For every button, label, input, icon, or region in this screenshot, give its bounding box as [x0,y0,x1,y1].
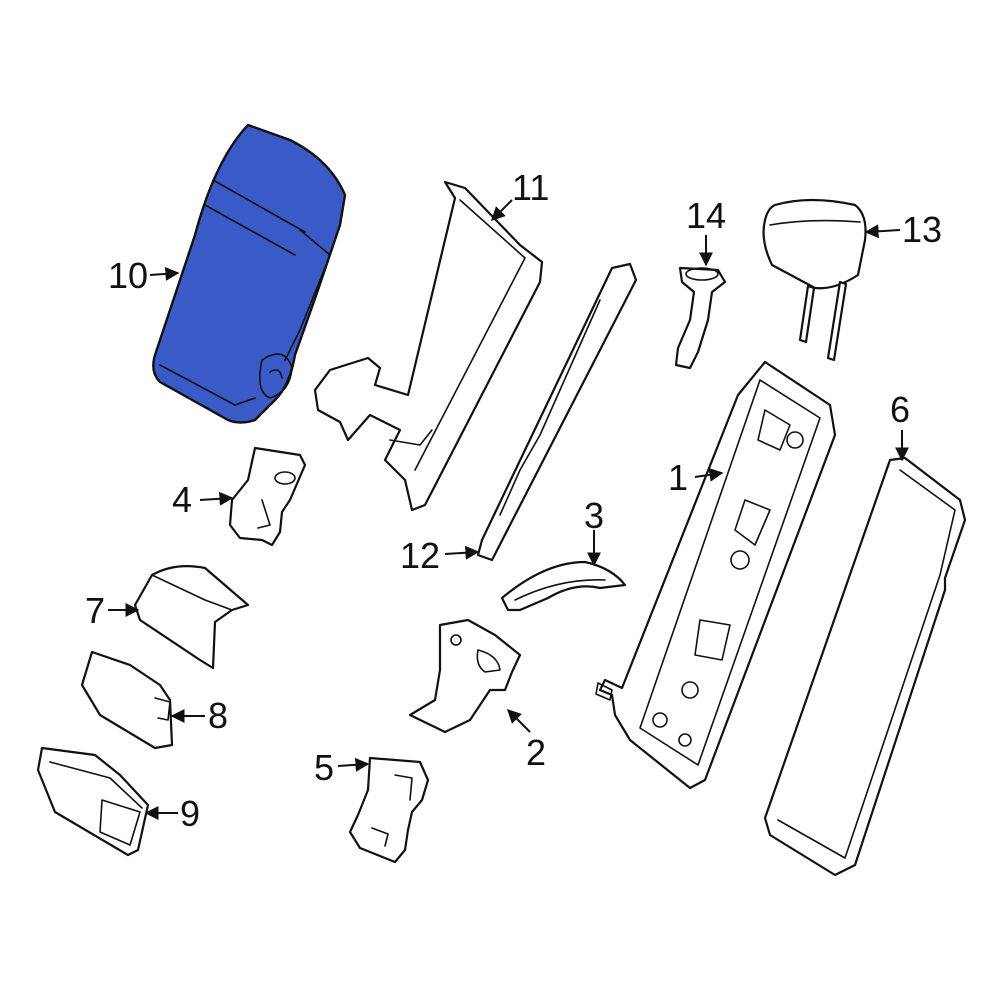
part-11-shape [313,180,544,512]
part-5-notch [371,827,389,847]
part-13-shape [762,198,867,290]
part-4-rib [257,499,271,529]
callout-6: 6 [890,389,910,430]
part-5-bracket[interactable] [348,756,430,864]
part-7-fold [151,574,233,611]
part-4-bracket[interactable] [228,446,307,547]
leader-1 [694,467,724,482]
part-14-shape [674,266,727,370]
part-12-trim-strip[interactable] [476,262,638,562]
part-1-hole-c [681,681,699,699]
part-10-latch-inner [269,369,283,379]
part-10-lower-edge [159,364,256,406]
callout-7: 7 [85,590,105,631]
part-13-crease [769,219,861,226]
callout-9: 9 [180,793,200,834]
callout-11: 11 [512,167,549,208]
callout-14: 14 [686,195,726,236]
part-13-post-right [826,280,848,362]
part-9-cover[interactable] [36,746,150,857]
part-14-collar [685,267,719,281]
part-1-cutout-b [734,499,771,546]
part-8-trim-cover[interactable] [80,650,174,750]
callout-2: 2 [526,732,546,773]
part-1-cutout-c [694,619,731,661]
part-8-clip [154,697,171,721]
part-6-back-board[interactable] [763,456,967,877]
part-1-seat-back-frame[interactable] [595,360,837,790]
part-2-hinge-bracket[interactable] [408,618,522,734]
part-3-trim[interactable] [500,560,627,612]
part-6-inner-edge [777,469,956,859]
callout-1: 1 [668,457,688,498]
part-3-inner-edge [514,579,606,601]
callout-13: 13 [902,209,942,250]
part-3-shape [500,560,627,612]
leader-13 [864,224,901,239]
part-10-side-edge [284,229,331,361]
part-9-opening [99,799,141,846]
part-1-hole-b [730,550,750,570]
callout-3: 3 [584,495,604,536]
part-5-tab [394,774,413,801]
part-13-headrest[interactable] [762,198,867,362]
part-4-hole [274,471,296,485]
part-1-cutout-a [757,409,791,451]
part-9-shape [36,746,150,857]
part-11-lower-lip [389,429,433,446]
part-7-shape [133,565,250,670]
part-11-back-panel[interactable] [313,180,544,512]
part-10-seam-mid [204,204,296,256]
part-14-headrest-guide[interactable] [674,266,727,370]
part-2-shape [408,618,522,734]
callout-4: 4 [172,479,192,520]
part-13-post-left [798,284,816,344]
part-6-shape [763,456,967,877]
part-10-latch [259,353,293,399]
callout-10: 10 [108,255,148,296]
part-2-hole [450,634,462,646]
leader-12 [444,545,480,560]
part-4-shape [228,446,307,547]
part-8-shape [80,650,174,750]
part-10-seat-back-cover[interactable] [152,123,347,424]
part-1-hole-e [678,733,692,747]
part-11-inner-edge [414,199,526,471]
part-7-cover[interactable] [133,565,250,670]
part-5-shape [348,756,430,864]
part-10-shape [152,123,347,424]
leader-5 [337,757,370,772]
callout-5: 5 [314,747,334,788]
leader-10 [149,266,180,281]
part-9-inner-fold [49,761,143,809]
callout-12: 12 [400,535,440,576]
leader-2 [507,709,531,733]
leader-lines [108,199,909,820]
part-10-seam-top [212,179,306,233]
part-1-pin [595,682,613,701]
callout-8: 8 [208,695,228,736]
part-1-hole-d [652,712,668,728]
callout-labels: 10 11 12 14 13 1 6 4 7 8 9 3 2 5 [85,167,942,834]
part-1-shape [598,360,837,790]
part-12-shape [476,262,638,562]
leader-4 [199,491,234,506]
part-1-inner-border [639,379,821,766]
part-2-slot [476,649,501,673]
part-12-clip-line [499,299,601,516]
part-1-hole-a [786,431,804,449]
leader-11 [491,199,513,221]
